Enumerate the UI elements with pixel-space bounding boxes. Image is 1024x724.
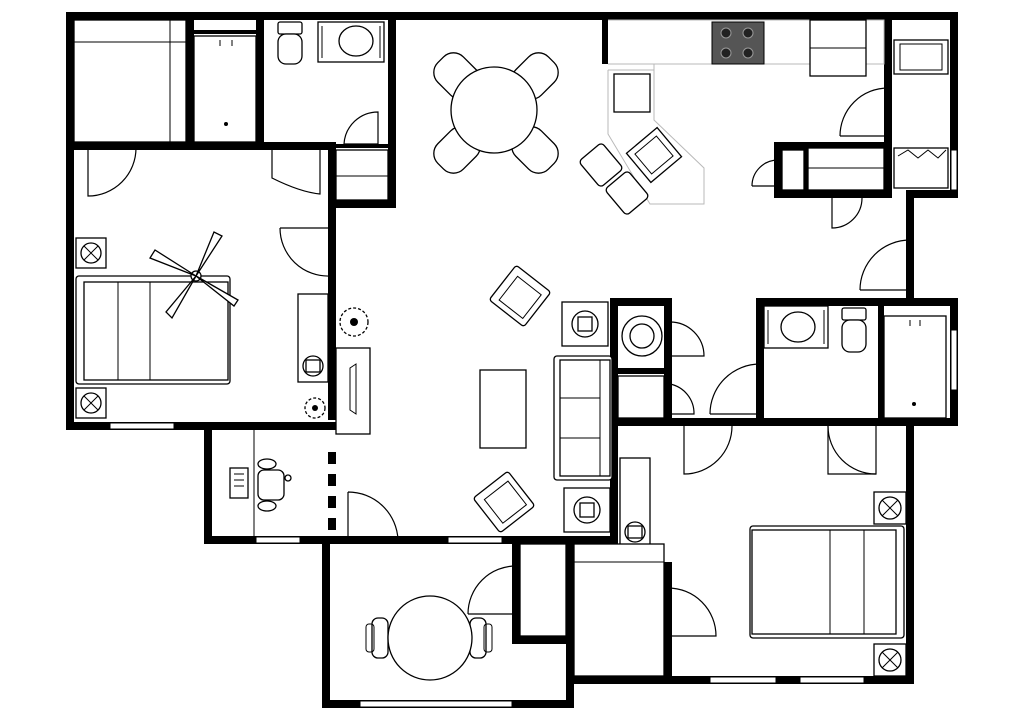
lamp-icon	[873, 491, 907, 525]
toilet-icon	[841, 307, 867, 353]
lamp-icon	[561, 301, 609, 347]
lamp-icon	[563, 487, 611, 533]
bath-1	[193, 21, 389, 201]
living-room	[335, 265, 613, 533]
sink-icon	[625, 126, 683, 184]
sink-icon	[317, 21, 385, 63]
plant-icon	[304, 397, 326, 419]
bedroom-1	[73, 19, 329, 419]
toilet-icon	[277, 21, 303, 65]
patio	[365, 595, 493, 681]
lamp-icon	[302, 355, 324, 377]
walls	[66, 12, 958, 708]
computer-icon	[229, 467, 249, 499]
bed-2	[749, 525, 905, 639]
cooktop-icon	[711, 21, 765, 65]
office-chair	[257, 458, 292, 512]
lamp-icon	[75, 237, 107, 269]
dining-set	[433, 52, 559, 174]
bed-1	[75, 275, 231, 385]
sofa	[553, 355, 613, 481]
fan-icon	[149, 231, 239, 320]
utility-closet	[617, 315, 665, 419]
bedroom-2	[573, 457, 907, 677]
doors	[87, 87, 911, 637]
lamp-icon	[624, 521, 646, 543]
patio-closet	[519, 543, 567, 637]
kitchen	[579, 19, 885, 215]
windows	[109, 149, 958, 708]
plant-icon	[339, 307, 369, 337]
bath-2	[763, 305, 947, 419]
office	[229, 430, 292, 536]
lamp-icon	[873, 643, 907, 677]
laundry	[781, 39, 949, 191]
sink-icon	[763, 305, 829, 349]
lamp-icon	[75, 387, 107, 419]
